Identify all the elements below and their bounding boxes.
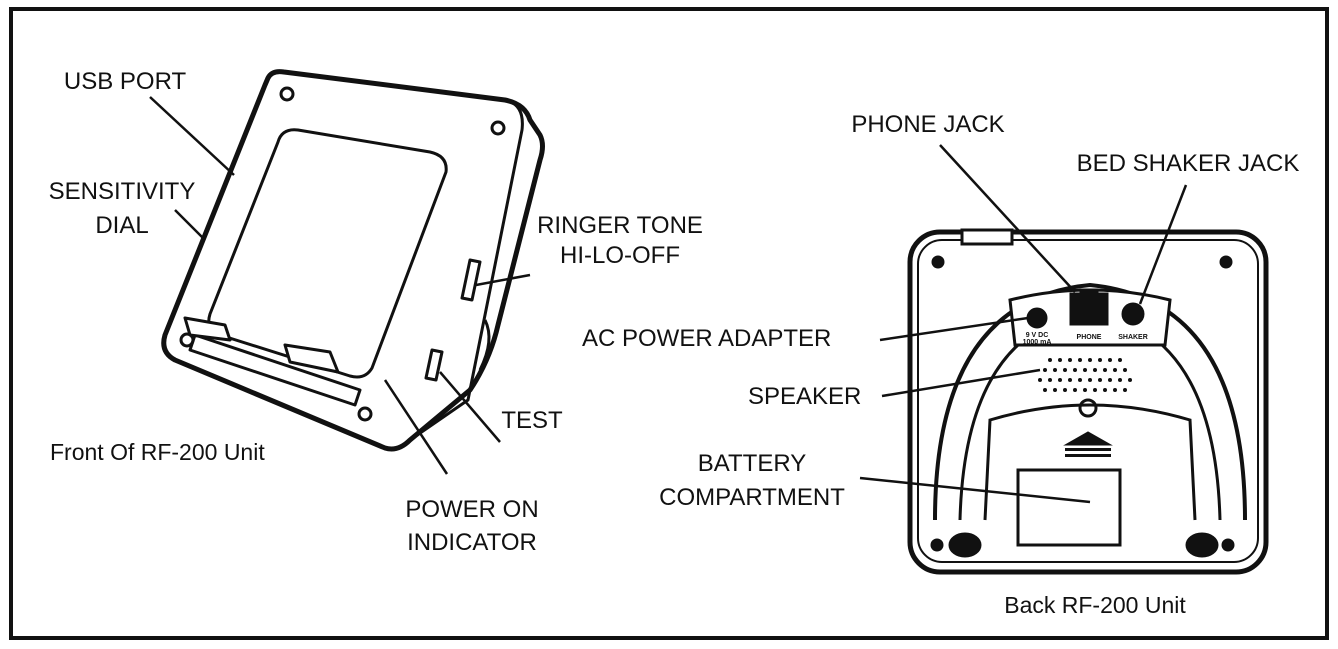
label-phone-jack: PHONE JACK [851,111,1004,138]
front-unit-illustration [161,69,545,452]
label-test: TEST [501,407,563,434]
front-caption: Front Of RF-200 Unit [50,439,265,465]
label-ringer-2: HI-LO-OFF [560,242,680,269]
dc-rating-label-1: 9 V DC [1026,332,1049,339]
phone-jack [1069,288,1109,326]
label-sensitivity-1: SENSITIVITY [49,178,196,205]
label-battery-1: BATTERY [698,450,806,477]
back-unit-illustration [907,228,1269,575]
leader-lines [149,96,1188,504]
shaker-port-label: SHAKER [1118,334,1148,341]
dc-rating-label-2: 1000 mA [1023,339,1052,346]
dc-jack [1026,307,1048,329]
back-caption: Back RF-200 Unit [1004,592,1186,618]
frame [9,7,1329,640]
label-ac-power-adapter: AC POWER ADAPTER [582,325,831,352]
label-ringer-1: RINGER TONE [537,212,703,239]
label-battery-2: COMPARTMENT [659,484,845,511]
speaker-grille [1038,358,1132,392]
label-power-2: INDICATOR [407,529,537,556]
label-bed-shaker-jack: BED SHAKER JACK [1077,150,1300,177]
label-speaker: SPEAKER [748,383,861,410]
phone-port-label: PHONE [1077,334,1102,341]
label-power-1: POWER ON [405,496,538,523]
label-usb-port: USB PORT [64,68,187,95]
shaker-jack [1121,302,1145,326]
label-sensitivity-2: DIAL [95,212,148,239]
